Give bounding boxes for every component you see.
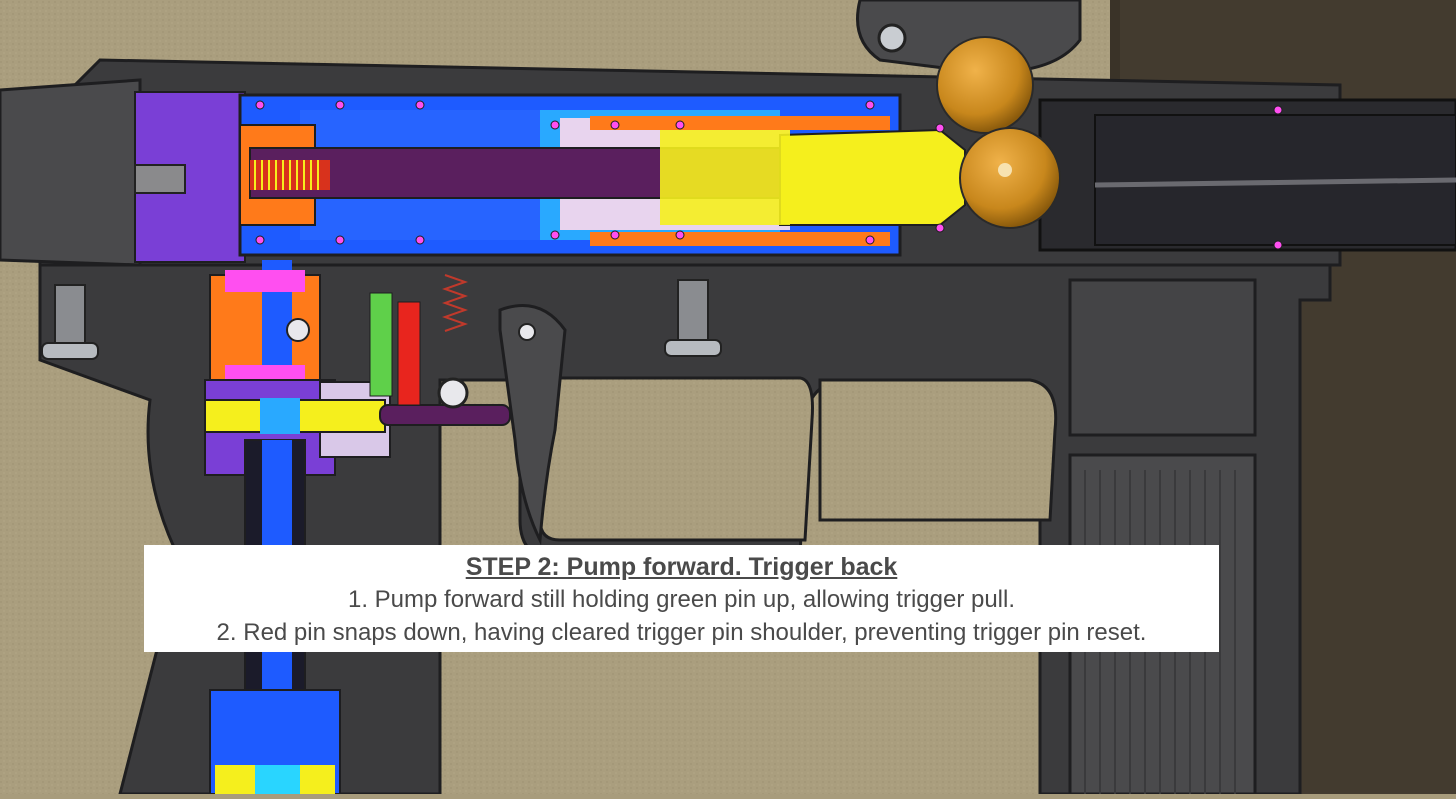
sear-pivot	[437, 377, 469, 409]
trigger-pin	[379, 404, 511, 426]
paintball-upper	[936, 36, 1034, 134]
green-pin	[369, 292, 393, 397]
step-line-1: 1. Pump forward still holding green pin …	[347, 586, 1016, 613]
paintball-chambered	[959, 127, 1061, 229]
trigger	[498, 304, 567, 546]
bolt-head	[779, 128, 966, 226]
step-title: STEP 2: Pump forward. Trigger back	[465, 553, 898, 581]
step-line-2: 2. Red pin snaps down, having cleared tr…	[216, 619, 1147, 646]
screw-right	[677, 279, 709, 341]
screw-left	[54, 284, 86, 346]
feed-screw	[877, 23, 907, 53]
trigger-guard-cutout	[538, 376, 814, 542]
red-pin	[397, 301, 421, 406]
step-caption-box: STEP 2: Pump forward. Trigger back 1. Pu…	[144, 545, 1219, 652]
rear-cap	[0, 78, 142, 267]
